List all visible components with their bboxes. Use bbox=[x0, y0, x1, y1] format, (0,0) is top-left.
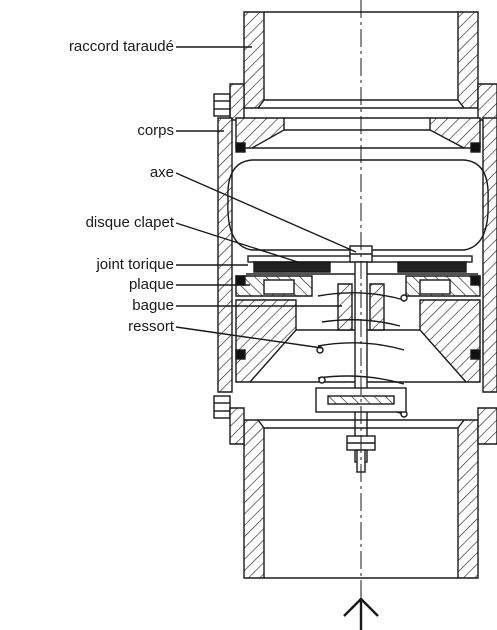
upper-nut bbox=[213, 93, 231, 117]
leader-axis bbox=[175, 172, 357, 253]
spring-end-left-2 bbox=[318, 376, 326, 384]
spring-end-right-1 bbox=[400, 294, 408, 302]
o-ring-mid-right bbox=[470, 275, 481, 286]
lower-nut bbox=[213, 395, 231, 419]
ring-bague-left bbox=[337, 283, 353, 331]
lower-fitting-flange-right bbox=[477, 407, 497, 445]
lower-seat-left bbox=[235, 299, 297, 383]
label-body: corps bbox=[137, 122, 174, 139]
body-right-wall bbox=[482, 117, 497, 393]
leader-valve-disc bbox=[175, 222, 305, 265]
plate-slot-left bbox=[263, 279, 295, 295]
label-o-ring: joint torique bbox=[96, 256, 174, 273]
o-ring-mid-left bbox=[235, 275, 246, 286]
leader-spring bbox=[175, 326, 323, 349]
upper-fitting-left bbox=[243, 11, 265, 109]
o-ring-lower-right bbox=[470, 349, 481, 360]
upper-fitting-flange-right bbox=[477, 83, 497, 121]
valve-disc bbox=[253, 261, 331, 273]
upper-fitting-right bbox=[457, 11, 479, 109]
valve-disc-right bbox=[397, 261, 467, 273]
chamber-outline bbox=[227, 159, 489, 251]
ring-bague-right bbox=[369, 283, 385, 331]
upper-fitting-flange-left bbox=[229, 83, 245, 121]
lower-seat-right bbox=[419, 299, 481, 383]
o-ring-upper-left bbox=[235, 142, 246, 153]
label-valve-disc: disque clapet bbox=[85, 214, 174, 231]
o-ring-upper-right bbox=[470, 142, 481, 153]
label-axis: axe bbox=[149, 164, 174, 181]
label-plate: plaque bbox=[128, 276, 174, 293]
lower-fitting-left bbox=[243, 419, 265, 579]
body-left-wall bbox=[217, 117, 233, 393]
arrow-up-icon bbox=[343, 597, 379, 630]
lower-fitting-right bbox=[457, 419, 479, 579]
label-spring: ressort bbox=[128, 318, 174, 335]
o-ring-lower-left bbox=[235, 349, 246, 360]
label-ring: bague bbox=[132, 297, 174, 314]
plate-slot-right bbox=[419, 279, 451, 295]
label-threaded-fitting: raccord taraudé bbox=[68, 38, 174, 55]
lower-fitting-flange-left bbox=[229, 407, 245, 445]
